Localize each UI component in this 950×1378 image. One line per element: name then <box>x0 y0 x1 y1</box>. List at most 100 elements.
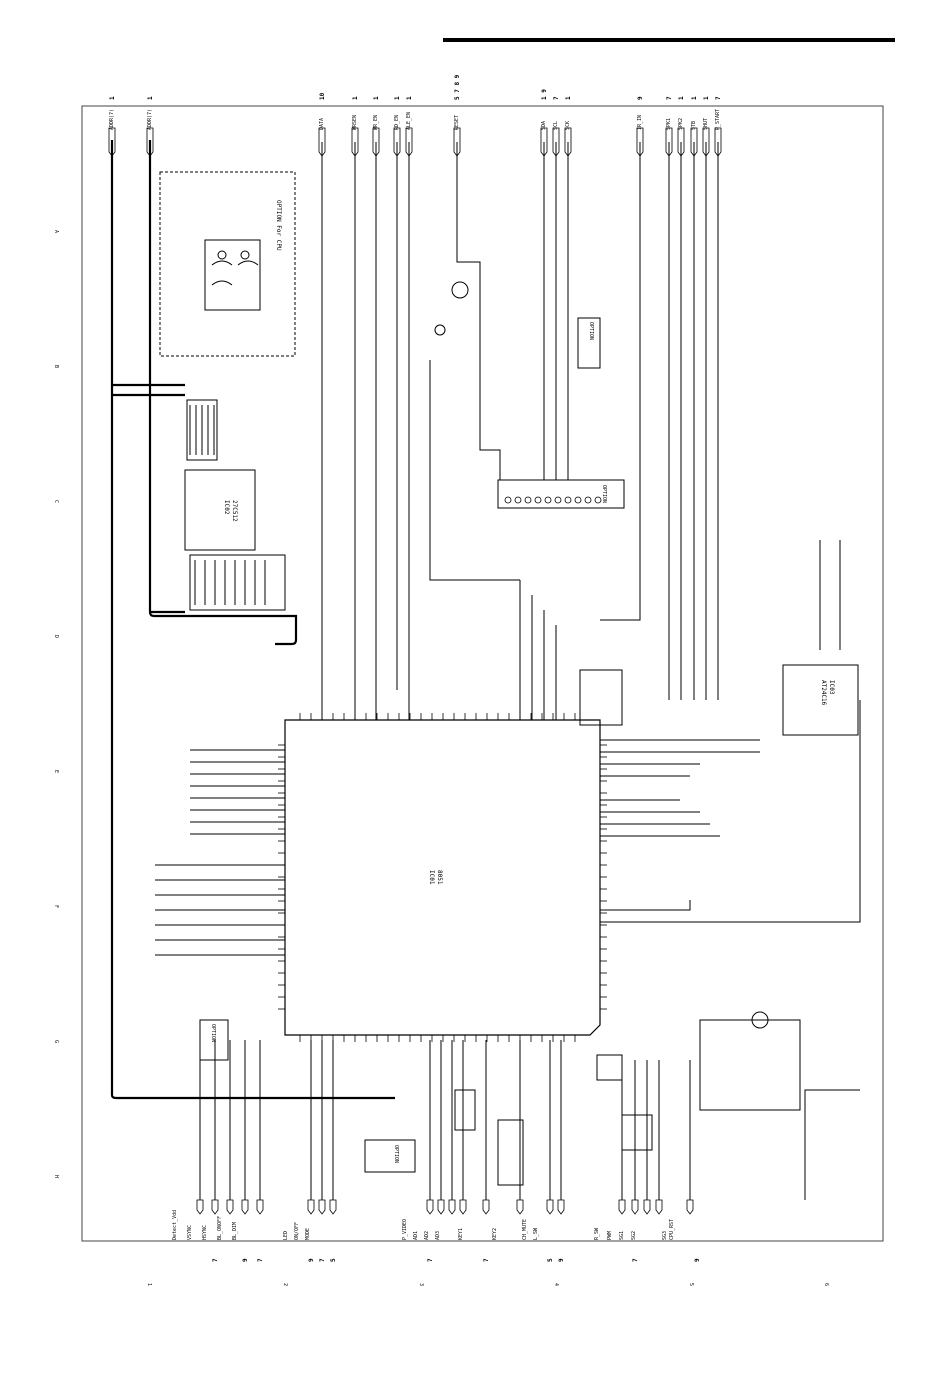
connector-pins <box>504 496 602 504</box>
bottom-port-label: SG3 <box>662 1231 668 1240</box>
bottom-port-page-ref: 5 <box>547 1258 554 1262</box>
grid-row-marker: E <box>53 770 59 773</box>
option-box <box>199 1019 229 1061</box>
port-flag <box>557 1199 565 1215</box>
port-flag <box>677 127 685 157</box>
top-port-label: DATA <box>319 118 325 130</box>
top-port-label: WRSEN <box>352 115 358 130</box>
bottom-port-label: L_SW <box>533 1227 539 1240</box>
bottom-port-label: KEY1 <box>458 1228 464 1240</box>
port-flag <box>329 1199 337 1215</box>
port-flag <box>146 127 154 157</box>
port-flag <box>655 1199 663 1215</box>
top-port-label: SHUT <box>703 118 709 130</box>
port-flag <box>540 127 548 157</box>
mcu-pin-row <box>278 713 607 1042</box>
bottom-port-label: AD2 <box>424 1231 430 1240</box>
port-flag <box>564 127 572 157</box>
bottom-port-page-ref: 7 <box>483 1258 490 1262</box>
connector-pin <box>504 496 512 504</box>
ic-eeprom-part: 27C512 <box>231 500 238 522</box>
bottom-port-page-ref: 7 <box>427 1258 434 1262</box>
port-flag <box>351 127 359 157</box>
option-cpu-note: OPTION For CPU <box>275 200 282 251</box>
port-flag <box>307 1199 315 1215</box>
port-flag <box>552 127 560 157</box>
bottom-port-page-ref: 7 <box>632 1258 639 1262</box>
port-flag <box>448 1199 456 1215</box>
grid-row-marker: H <box>53 1175 59 1178</box>
connector-pin <box>594 496 602 504</box>
ic-mcu-ref: IC01 <box>428 870 435 885</box>
grid-col-marker: 4 <box>553 1283 559 1286</box>
ic-i2c-eeprom-ref: IC03 <box>828 680 835 695</box>
option-note: OPTION <box>588 322 594 340</box>
top-port-label: SCL <box>553 121 559 130</box>
nand-gate-icon <box>204 239 261 311</box>
sheet-border <box>81 105 884 1242</box>
bottom-port-label: R_SW <box>594 1227 600 1240</box>
top-port-label: WR_EN <box>373 115 379 130</box>
top-port-page-ref: 1 <box>703 96 710 100</box>
grid-col-marker: 6 <box>823 1283 829 1286</box>
connector-pin <box>544 496 552 504</box>
ic-mcu-body <box>284 719 601 1036</box>
ic-eeprom-ref: IC02 <box>223 500 230 515</box>
top-port-page-ref: 1 <box>147 96 154 100</box>
top-port-label: RD_EN <box>394 115 400 130</box>
top-port-page-ref: 5 7 8 9 <box>454 74 461 100</box>
top-port-page-ref: 9 <box>637 96 644 100</box>
port-flag <box>482 1199 490 1215</box>
top-port-label: SPK1 <box>666 118 672 130</box>
connector-pin <box>574 496 582 504</box>
top-port-label: ALE_EN <box>406 112 412 130</box>
port-flag <box>690 127 698 157</box>
top-port-label: SDA <box>541 121 547 130</box>
top-port-label: ADDR(7) <box>147 109 153 130</box>
grid-row-marker: A <box>53 230 59 233</box>
grid-row-marker: C <box>53 500 59 503</box>
option-box <box>596 1054 623 1081</box>
top-port-page-ref: 1 <box>109 96 116 100</box>
port-flag <box>256 1199 264 1215</box>
option-note: OPTION <box>393 1145 399 1163</box>
ic-i2c-eeprom-part: AT24C16 <box>820 680 827 706</box>
grid-row-marker: G <box>53 1040 59 1043</box>
bottom-port-page-ref: 9 <box>242 1258 249 1262</box>
bottom-port-page-ref: 9 <box>694 1258 701 1262</box>
transistor-icon <box>434 281 769 1029</box>
bottom-port-label: KEY2 <box>492 1228 498 1240</box>
port-flag <box>372 127 380 157</box>
option-box <box>579 669 623 726</box>
bottom-port-label: ON/OFF <box>294 1222 300 1240</box>
connector-pin <box>524 496 532 504</box>
port-flag <box>714 127 722 157</box>
port-flag <box>318 127 326 157</box>
connector-pin <box>554 496 562 504</box>
bottom-port-label: PWM <box>607 1231 613 1240</box>
top-port-label: SPK2 <box>678 118 684 130</box>
bottom-port-page-ref: 9 <box>558 1258 565 1262</box>
top-port-page-ref: 1 <box>373 96 380 100</box>
port-flag <box>405 127 413 157</box>
bottom-port-page-ref: 7 <box>212 1258 219 1262</box>
top-port-label: SCK <box>565 121 571 130</box>
connector-body <box>497 479 625 509</box>
connector-pin <box>564 496 572 504</box>
port-flag <box>437 1199 445 1215</box>
top-port-page-ref: 7 <box>715 96 722 100</box>
top-port-page-ref: 1 <box>691 96 698 100</box>
bottom-port-page-ref: 9 <box>308 1258 315 1262</box>
port-flag <box>546 1199 554 1215</box>
bottom-port-label: SG1 <box>619 1231 625 1240</box>
bottom-port-page-ref: 7 <box>257 1258 264 1262</box>
bottom-port-page-ref: 5 <box>330 1258 337 1262</box>
top-port-label: RESET <box>454 115 460 130</box>
port-flag <box>702 127 710 157</box>
bottom-port-label: VSYNC <box>187 1225 193 1240</box>
port-flag <box>196 1199 204 1215</box>
top-port-label: ADDR(7) <box>109 109 115 130</box>
